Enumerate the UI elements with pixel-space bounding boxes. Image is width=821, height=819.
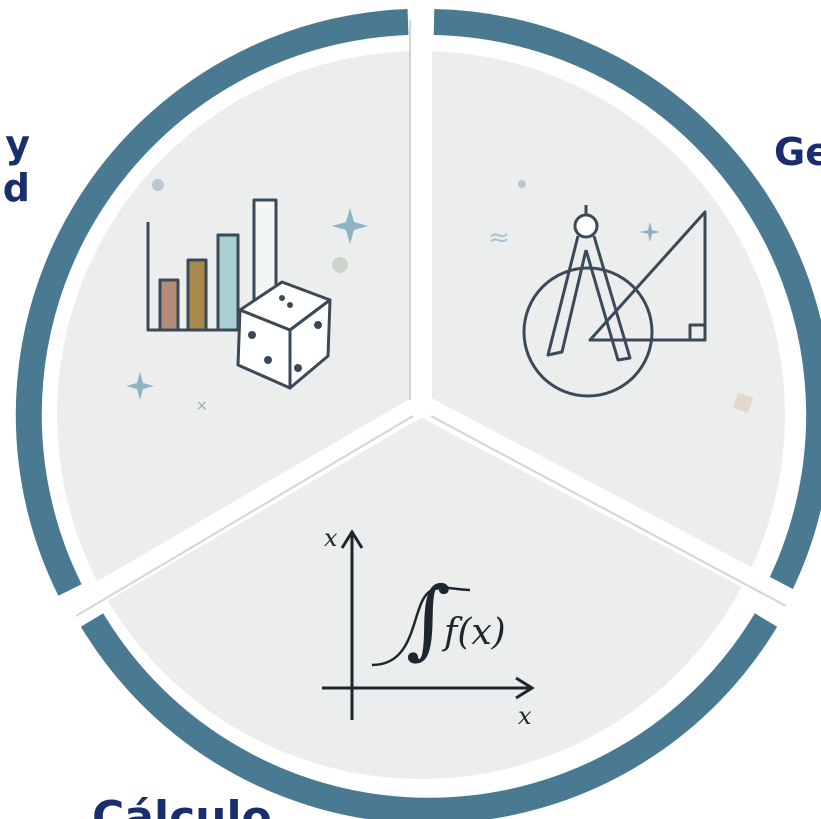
sparkle-icon — [126, 372, 154, 400]
compass-leg-right — [584, 235, 632, 362]
x-decoration: × — [196, 398, 208, 414]
die-pip — [294, 364, 302, 372]
function-label: f(x) — [441, 612, 506, 653]
dot-decoration — [518, 180, 526, 188]
bar-chart-dice-icon — [146, 198, 332, 390]
divider-left-shade — [75, 415, 414, 617]
geometry-label: Ge — [774, 130, 821, 174]
die-pip — [287, 302, 293, 308]
die-pip — [264, 356, 272, 364]
die-pip — [248, 331, 256, 339]
circle-shape — [522, 266, 654, 398]
dot-decoration — [152, 179, 164, 191]
square-decoration — [732, 392, 754, 414]
y-axis-label: x — [324, 524, 338, 552]
right-angle-mark — [688, 323, 707, 342]
sparkle-icon — [640, 222, 660, 242]
dot-decoration — [332, 257, 348, 273]
divider-left — [64, 395, 427, 620]
statistics-label-line-2: d — [2, 166, 30, 210]
statistics-label: y d — [0, 122, 30, 210]
integral-graph-icon — [322, 529, 535, 720]
die-pip — [279, 295, 285, 301]
x-axis-label: x — [518, 702, 532, 730]
graph-y-arrow — [340, 529, 364, 549]
compass-leg-left — [546, 235, 588, 357]
compass-hinge — [573, 213, 599, 239]
bar-2 — [186, 258, 208, 332]
statistics-label-line-1: y — [5, 122, 30, 166]
bar-1 — [158, 278, 180, 332]
divider-right-shade — [430, 415, 787, 607]
compass-triangle-icon — [522, 205, 707, 398]
integral-symbol: ∫ — [406, 569, 451, 669]
ring-arc-top-left — [15, 9, 409, 596]
dice-icon — [236, 280, 332, 390]
divider-right — [415, 395, 796, 610]
ring-arc-bottom — [80, 613, 778, 819]
triangle-shape — [588, 210, 707, 342]
calculus-label: Cálculo — [92, 792, 272, 819]
sparkle-icon — [332, 208, 368, 244]
bar-3 — [216, 233, 240, 332]
ring-arc-top-right — [433, 9, 821, 596]
die-pip — [314, 321, 322, 329]
function-curve — [371, 586, 471, 667]
approx-decoration: ≈ — [488, 223, 510, 253]
graph-x-arrow — [515, 676, 535, 700]
